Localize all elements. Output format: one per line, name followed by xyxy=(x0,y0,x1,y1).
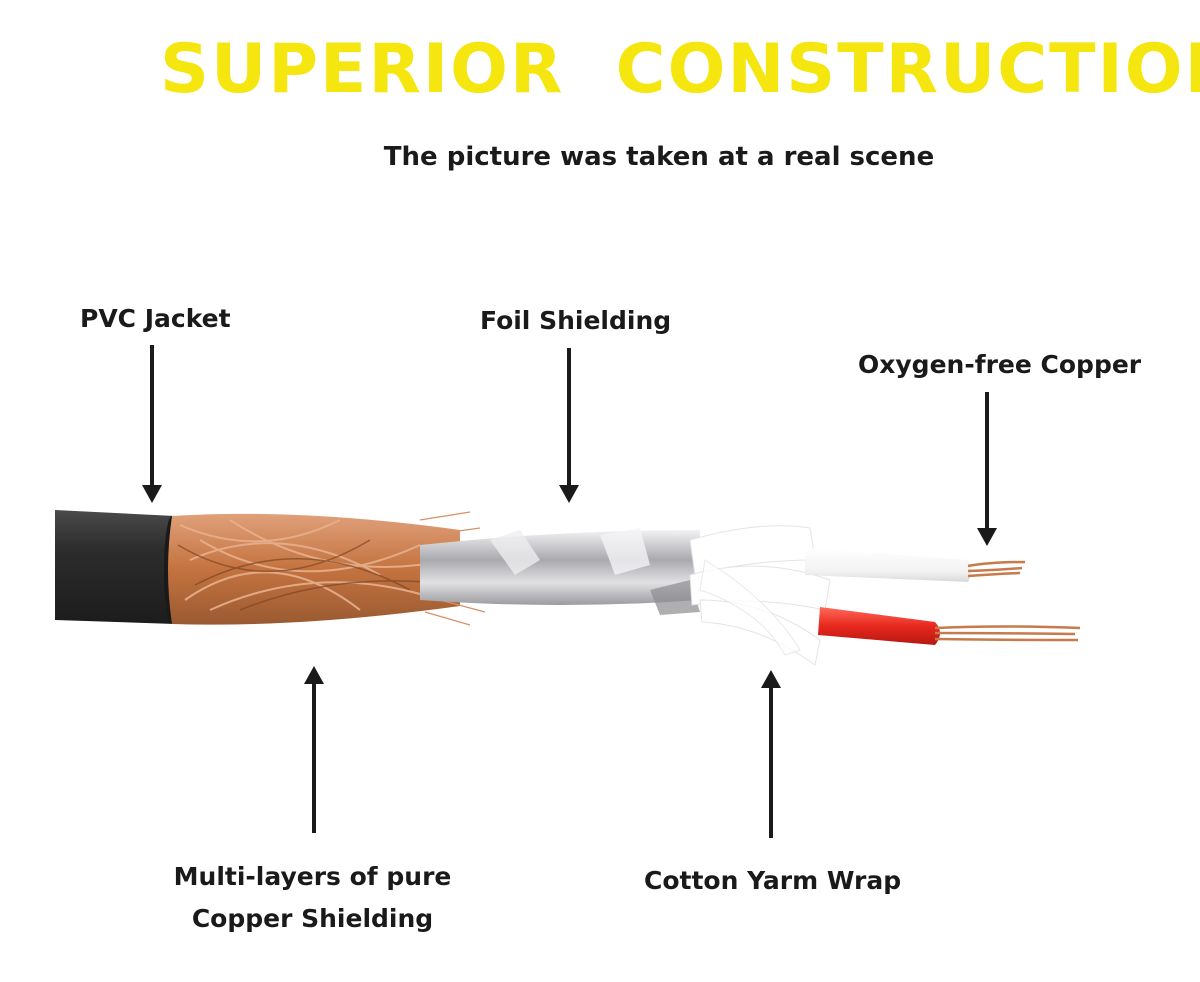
label-pvc-jacket: PVC Jacket xyxy=(80,304,231,333)
foil-shielding-section xyxy=(420,528,700,615)
label-copper-shielding-line2: Copper Shielding xyxy=(191,904,434,933)
page-subtitle: The picture was taken at a real scene xyxy=(383,142,935,172)
arrowhead-cotton-wrap xyxy=(761,670,781,688)
label-copper-shielding-line1: Multi-layers of pure xyxy=(173,862,452,891)
arrowhead-oxygen-free-copper xyxy=(977,528,997,546)
pvc-jacket-section xyxy=(55,510,180,624)
page-title: SUPERIOR CONSTRUCTION xyxy=(160,30,1200,109)
arrowhead-pvc-jacket xyxy=(142,485,162,503)
label-copper-shielding: Multi-layers of pure Copper Shielding xyxy=(140,856,485,940)
copper-braid-section xyxy=(168,511,486,626)
label-oxygen-free-copper: Oxygen-free Copper xyxy=(858,350,1142,379)
arrowhead-foil-shielding xyxy=(559,485,579,503)
white-conductor xyxy=(805,548,1026,582)
label-cotton-wrap: Cotton Yarm Wrap xyxy=(644,866,902,895)
arrows xyxy=(142,345,997,838)
cotton-wrap-section xyxy=(689,525,831,666)
red-conductor xyxy=(818,607,1081,645)
arrowhead-copper-shielding xyxy=(304,666,324,684)
label-foil-shielding: Foil Shielding xyxy=(480,306,672,335)
